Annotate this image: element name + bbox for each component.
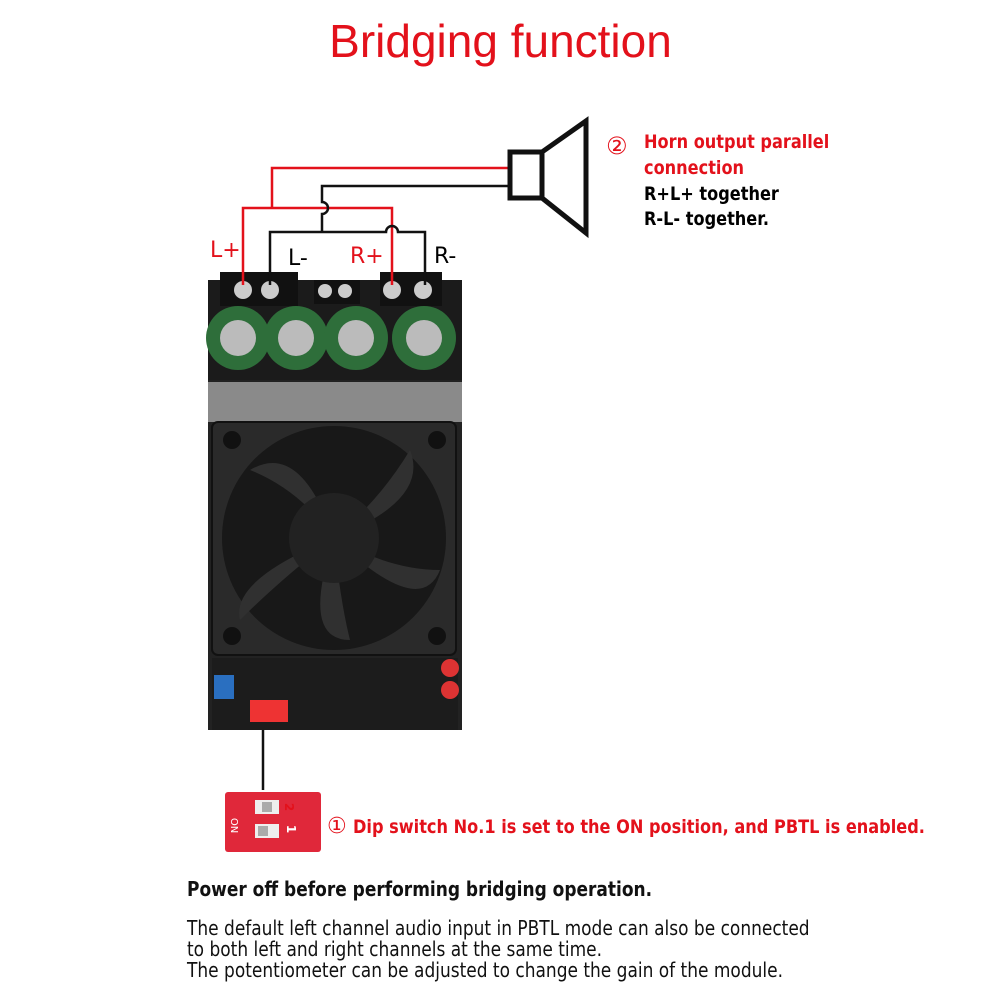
dip-label-2: 2 <box>282 802 297 812</box>
dip-note: Dip switch No.1 is set to the ON positio… <box>353 816 925 838</box>
speaker-note-line-1: R+L+ together <box>644 183 779 205</box>
dip-label-1: 1 <box>284 824 299 834</box>
terminal-label-r-plus: R+ <box>350 244 384 269</box>
wiring <box>241 166 508 790</box>
power-off-warning: Power off before performing bridging ope… <box>187 877 653 901</box>
speaker-icon <box>507 116 589 239</box>
capacitors <box>206 306 456 370</box>
speaker-note-heading-1: Horn output parallel <box>644 131 830 153</box>
footer-line-2: to both left and right channels at the s… <box>187 937 603 961</box>
terminal-label-r-minus: R- <box>434 244 457 269</box>
terminal-blocks <box>220 272 442 306</box>
speaker-note-line-2: R-L- together. <box>644 208 770 230</box>
dip-switch <box>250 700 288 722</box>
cooling-fan-icon <box>211 421 457 656</box>
page-title: Bridging function <box>329 15 672 67</box>
footer-line-1: The default left channel audio input in … <box>187 916 810 940</box>
dip-label-on: ON <box>228 817 240 834</box>
black-wire-parallel <box>268 224 427 285</box>
footer-line-3: The potentiometer can be adjusted to cha… <box>187 958 783 982</box>
marker-2: ② <box>606 132 628 160</box>
red-wire-speaker <box>270 166 508 208</box>
black-wire-speaker <box>320 184 508 232</box>
terminal-label-l-plus: L+ <box>210 238 241 263</box>
speaker-note-heading-2: connection <box>644 157 745 179</box>
potentiometer <box>214 675 234 699</box>
marker-1: ① <box>327 814 347 839</box>
terminal-label-l-minus: L- <box>288 246 308 271</box>
amplifier-board <box>206 272 462 730</box>
red-wire-parallel <box>241 206 394 285</box>
dip-switch-closeup <box>225 792 321 852</box>
